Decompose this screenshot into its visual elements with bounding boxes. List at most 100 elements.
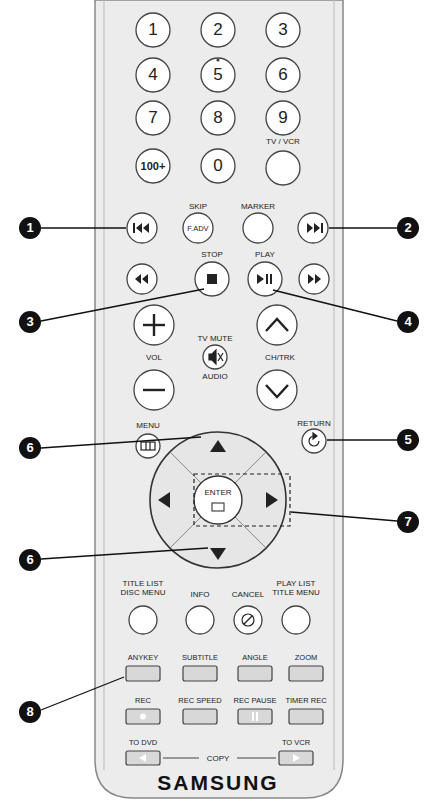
rectangular-button-icons <box>256 712 258 721</box>
transport-buttons <box>127 264 157 294</box>
number-buttons <box>266 101 300 135</box>
navigation-pad <box>150 432 290 568</box>
transport-icons <box>270 274 272 284</box>
cancel-icon <box>242 614 254 626</box>
rectangular-button-icons <box>139 754 146 762</box>
navigation-pad <box>158 440 278 560</box>
volume-channel-icons <box>266 319 288 331</box>
navigation-pad <box>150 432 286 568</box>
button-label: REC PAUSE <box>234 697 277 705</box>
rectangular-button-icons <box>293 754 300 762</box>
transport-icons <box>136 223 142 233</box>
button-label: TO DVD <box>129 739 157 747</box>
button-label: ZOOM <box>295 654 318 662</box>
button-label: TO VCR <box>282 739 310 747</box>
leader-lines <box>41 437 201 448</box>
callout-number: 7 <box>404 515 411 529</box>
navigation-pad <box>170 452 201 483</box>
cancel-icon <box>244 616 252 624</box>
leader-lines <box>273 290 397 321</box>
callout-discs <box>19 701 41 723</box>
button-number: 1 <box>148 21 157 40</box>
transport-buttons <box>243 213 273 243</box>
menu-return-icons <box>149 442 150 450</box>
transport-icons <box>321 223 323 233</box>
navigation-pad <box>235 517 266 548</box>
remote-body <box>95 0 343 798</box>
remote-body <box>334 0 335 770</box>
rectangular-buttons <box>238 709 272 724</box>
menu-row-buttons <box>186 606 214 634</box>
button-label: PLAY <box>255 251 275 260</box>
menu-return-icons <box>313 433 317 439</box>
leader-lines <box>329 227 397 228</box>
button-label: STOP <box>201 251 223 260</box>
menu-return-icons <box>141 442 155 450</box>
transport-buttons <box>298 213 328 243</box>
transport-icons <box>135 274 141 284</box>
leader-lines <box>41 228 397 710</box>
button-label: PLAY LIST TITLE MENU <box>268 580 324 598</box>
rectangular-buttons <box>279 751 313 765</box>
transport-icons <box>314 223 320 233</box>
button-label: TV / VCR <box>266 138 300 147</box>
mute-icon <box>218 353 223 361</box>
menu-row-buttons <box>129 606 157 634</box>
leader-lines <box>41 227 126 228</box>
button-label: INFO <box>190 591 209 600</box>
leader-lines <box>327 439 397 440</box>
menu-return-icons <box>145 442 146 450</box>
button-label: TITLE LIST DISC MENU <box>115 580 171 598</box>
menu-return-buttons <box>302 429 326 453</box>
button-number: 5 <box>213 66 222 85</box>
number-buttons <box>136 13 170 47</box>
navigation-pad <box>210 440 226 452</box>
button-label: CANCEL <box>232 591 264 600</box>
callout-discs <box>19 311 41 333</box>
rectangular-buttons <box>289 666 323 681</box>
number-buttons <box>266 13 300 47</box>
button-label: ANGLE <box>242 654 267 662</box>
button-number: 100+ <box>141 160 166 172</box>
callout-discs <box>397 429 419 451</box>
callout-number: 8 <box>26 705 33 719</box>
button-number: 2 <box>213 21 222 40</box>
navigation-pad <box>266 492 278 508</box>
number-buttons <box>201 101 235 135</box>
leader-lines <box>41 677 124 710</box>
menu-return-buttons <box>136 434 160 458</box>
volume-channel-buttons <box>257 305 297 345</box>
rectangular-buttons <box>126 709 160 724</box>
rectangular-buttons <box>238 666 272 681</box>
number-buttons <box>201 13 235 47</box>
transport-icons <box>257 274 264 284</box>
transport-icons <box>207 274 217 284</box>
button-number: 8 <box>213 109 222 128</box>
transport-buttons <box>299 264 329 294</box>
transport-icons <box>142 274 148 284</box>
number-buttons <box>136 13 300 185</box>
transport-buttons <box>183 213 213 243</box>
callout-discs <box>19 217 41 239</box>
number-buttons <box>201 149 235 183</box>
callout-discs <box>397 511 419 533</box>
callout-discs <box>19 217 419 723</box>
callout-discs <box>397 217 419 239</box>
rectangular-buttons <box>126 666 160 681</box>
transport-icons <box>266 274 268 284</box>
navigation-pad <box>212 503 224 511</box>
button-number: 3 <box>278 21 287 40</box>
brand-logo: SAMSUNG <box>157 771 278 794</box>
button-label: F.ADV <box>187 225 208 233</box>
callout-number: 1 <box>26 221 33 235</box>
button-label: REC <box>135 697 151 705</box>
volume-channel-buttons <box>257 370 297 410</box>
button-label: SKIP <box>189 203 207 212</box>
rectangular-buttons <box>183 666 217 681</box>
number-buttons <box>136 149 170 183</box>
volume-channel-buttons <box>134 370 174 410</box>
transport-icons <box>143 223 149 233</box>
button-label: TIMER REC <box>285 697 326 705</box>
